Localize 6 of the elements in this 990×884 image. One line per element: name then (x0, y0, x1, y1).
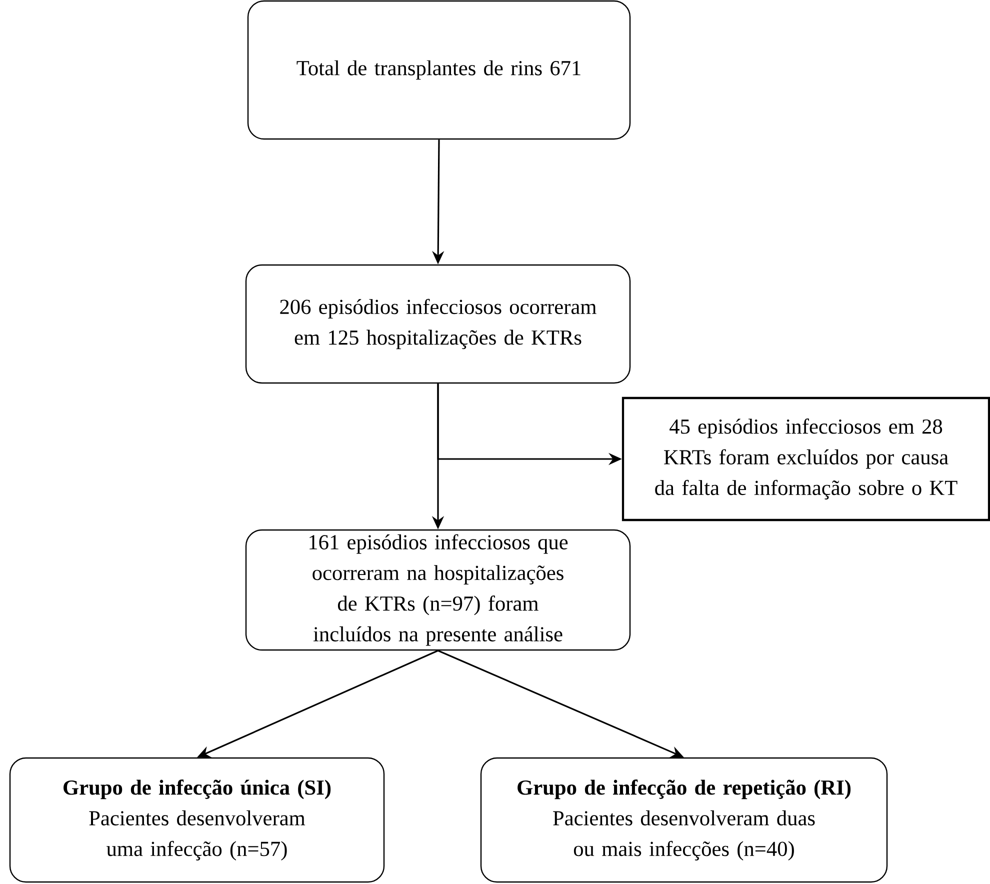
exclusion-box: 45 episódios infecciosos em 28 KRTs foram excluídos por causa da falta de informação sobre o KT (622, 396, 990, 522)
process-box: Grupo de infecção de repetição (RI) Pacientes desenvolveram duas ou mais infecções (n=40) (480, 757, 888, 883)
process-box: 206 episódios infecciosos ocorreram em 125 hospitalizações de KTRs (245, 264, 631, 384)
process-box: Total de transplantes de rins 671 (247, 0, 631, 140)
process-box: Grupo de infecção única (SI) Pacientes desenvolveram uma infecção (n=57) (9, 757, 385, 883)
process-box: 161 episódios infecciosos que ocorreram na hospitalizações de KTRs (n=97) foram incluídos na presente análise (245, 529, 631, 651)
